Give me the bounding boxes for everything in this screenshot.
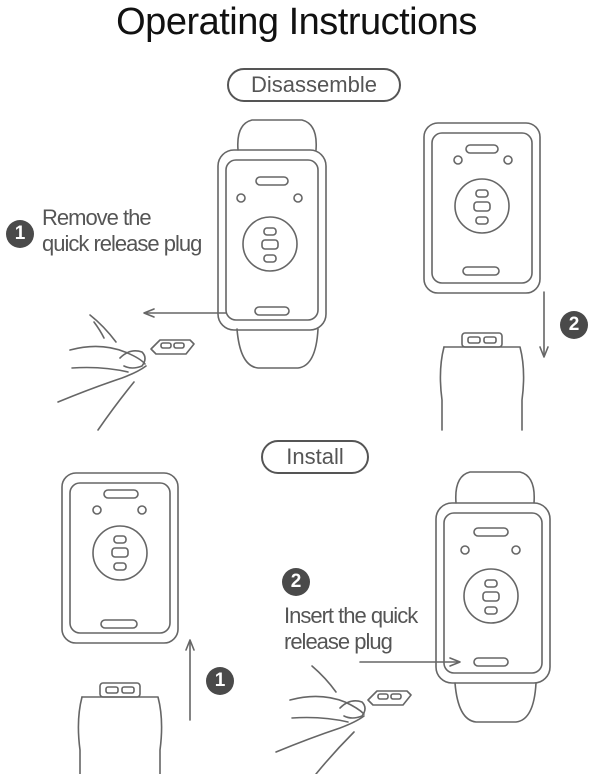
quick-release-plug-install-icon — [367, 690, 412, 706]
disassemble-step-1-text: Remove the quick release plug — [42, 205, 202, 257]
arrow-right-icon — [359, 657, 461, 667]
install-label: Install — [261, 440, 369, 474]
arrow-up-icon — [185, 639, 195, 721]
install-step-2-line-2: release plug — [284, 629, 393, 654]
watch-band-disassemble — [439, 332, 525, 431]
disassemble-step-1-line-1: Remove the — [42, 205, 152, 230]
install-step-2-line-1: Insert the quick — [284, 603, 418, 628]
watch-with-band-disassemble — [217, 119, 327, 369]
step-badge-disassemble-2: 2 — [560, 311, 588, 339]
watch-body-disassemble — [423, 122, 541, 294]
disassemble-label: Disassemble — [227, 68, 401, 102]
step-badge-disassemble-1: 1 — [6, 220, 34, 248]
quick-release-plug-icon — [150, 339, 195, 355]
page-title: Operating Instructions — [116, 1, 477, 43]
arrow-left-icon — [143, 308, 227, 318]
arrow-down-icon — [539, 291, 549, 358]
fingers-pinching-icon — [57, 314, 147, 431]
disassemble-step-1-line-2: quick release plug — [42, 231, 202, 256]
step-badge-install-2: 2 — [282, 568, 310, 596]
watch-band-install — [77, 682, 163, 774]
watch-with-band-install — [435, 471, 551, 723]
watch-body-install — [61, 472, 179, 644]
step-badge-install-1: 1 — [206, 667, 234, 695]
install-step-2-text: Insert the quick release plug — [284, 603, 418, 655]
fingers-pinching-install-icon — [275, 665, 366, 774]
